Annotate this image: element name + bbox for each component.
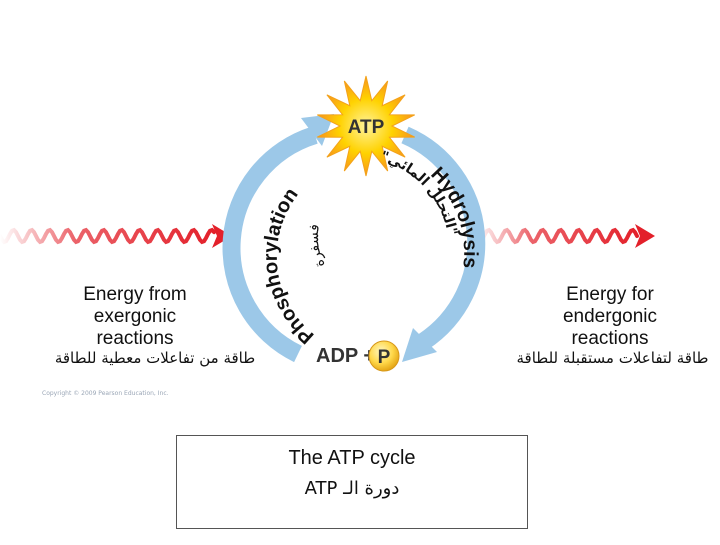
- atp-label: ATP: [348, 117, 385, 138]
- adp-label: ADP +: [316, 345, 375, 367]
- atp-starburst: ATP: [317, 75, 415, 177]
- caption-box: The ATP cycle دورة الـ ATP: [176, 435, 528, 529]
- phosphorylation-arabic-label: فسفرة: [306, 223, 329, 270]
- phosphorylation-arc: [222, 114, 334, 363]
- left-energy-label: Energy from exergonic reactions: [60, 284, 210, 350]
- right-energy-line-2: endergonic: [562, 305, 658, 327]
- left-wave-arrowhead: [212, 224, 232, 248]
- phosphorylation-arrowhead: [301, 114, 334, 146]
- right-energy-line-1: Energy for: [566, 284, 654, 305]
- left-energy-line-1: Energy from: [83, 284, 187, 305]
- phosphate-circle: P: [368, 340, 400, 372]
- hydrolysis-arrowhead: [402, 328, 437, 362]
- hydrolysis-arc: [401, 126, 486, 362]
- left-energy-arabic-label: طاقة من تفاعلات معطية للطاقة: [54, 349, 256, 367]
- left-energy-line-3: reactions: [96, 327, 174, 349]
- right-energy-wave-arrow: [473, 224, 655, 248]
- right-energy-arabic-label: طاقة لتفاعلات مستقبلة للطاقة: [516, 349, 709, 367]
- right-energy-line-3: reactions: [571, 327, 649, 349]
- left-energy-line-2: exergonic: [93, 305, 177, 327]
- copyright-note: Copyright © 2009 Pearson Education, Inc.: [42, 390, 169, 397]
- right-wave-arrowhead: [635, 224, 655, 248]
- caption-arabic: دورة الـ ATP: [304, 478, 400, 499]
- right-energy-label: Energy for endergonic reactions: [535, 284, 685, 350]
- caption-english: The ATP cycle: [288, 447, 416, 469]
- left-energy-wave-arrow: [0, 224, 232, 248]
- phosphate-label: P: [378, 347, 391, 368]
